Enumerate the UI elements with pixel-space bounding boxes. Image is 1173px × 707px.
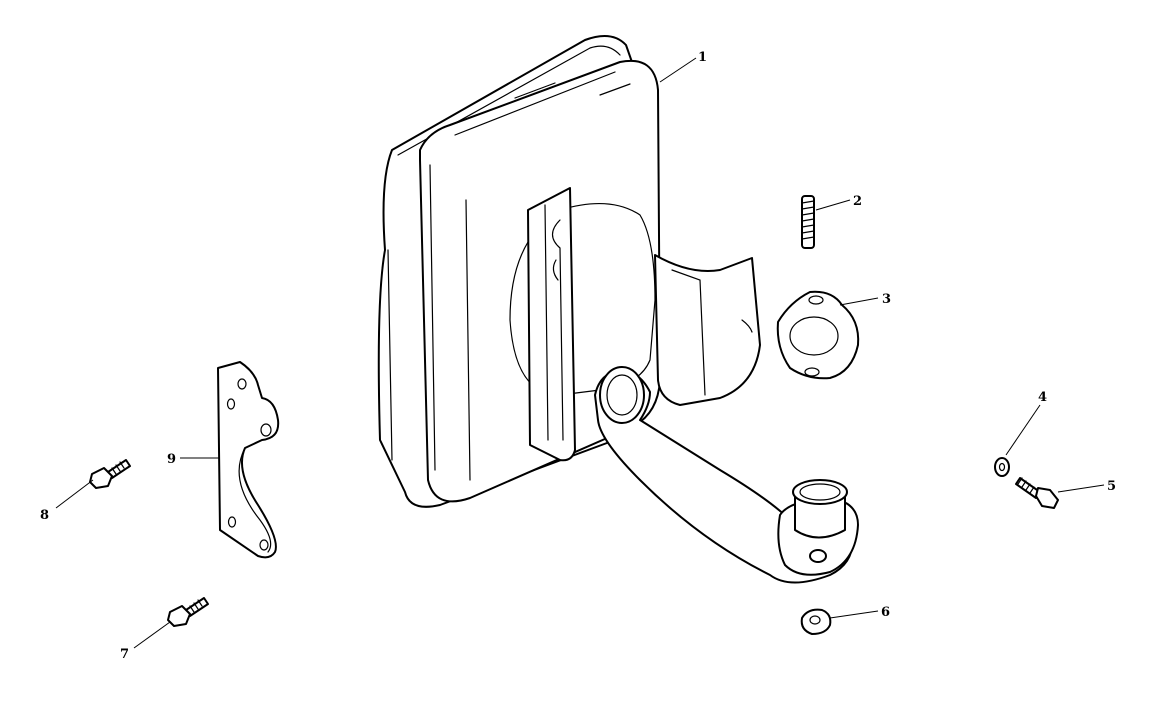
- callout-2: 2: [853, 194, 862, 209]
- callout-7: 7: [120, 647, 129, 662]
- nut-part: [800, 608, 832, 635]
- bracket-plate-part: [217, 361, 280, 559]
- callout-4: 4: [1038, 390, 1047, 405]
- bolt-part-8: [89, 459, 131, 489]
- callout-6: 6: [881, 605, 890, 620]
- stud-part: [801, 195, 815, 249]
- muffler-body: [377, 35, 761, 508]
- callout-3: 3: [882, 292, 891, 307]
- washer-part: [994, 457, 1010, 477]
- bolt-part-5: [1015, 477, 1059, 509]
- exhaust-pipe: [594, 366, 859, 584]
- leader-lines: [55, 57, 1105, 649]
- callout-9: 9: [167, 452, 176, 467]
- callout-8: 8: [40, 508, 49, 523]
- bolt-part-7: [167, 597, 209, 627]
- gasket-part: [776, 290, 860, 380]
- callout-labels: 1 2 3 4 5 6 7 8 9: [40, 50, 1116, 662]
- callout-1: 1: [698, 50, 707, 65]
- callout-5: 5: [1107, 479, 1116, 494]
